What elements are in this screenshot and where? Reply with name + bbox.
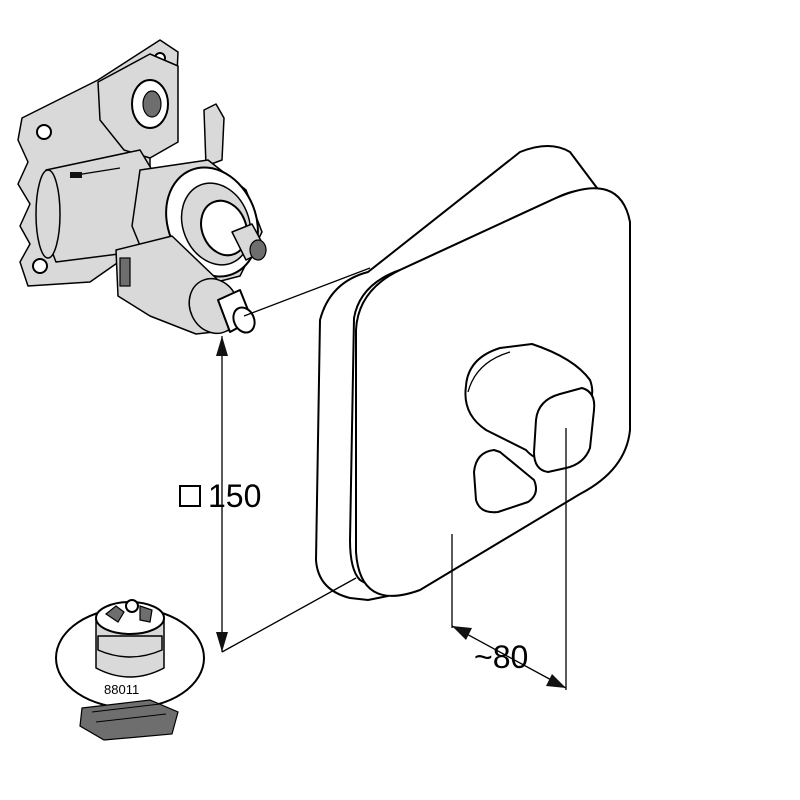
accessory-base-ribs xyxy=(91,703,167,723)
height-label: 150 xyxy=(208,478,261,514)
cartridge-core xyxy=(200,199,248,257)
cartridge-accessory: 88011 xyxy=(55,599,205,741)
part-number-label: 88011 xyxy=(104,682,139,697)
accessory-base xyxy=(79,699,179,741)
height-dimension: 150 xyxy=(179,336,261,652)
side-tab xyxy=(203,103,225,167)
arrow-up xyxy=(216,336,228,356)
accessory-lug-1 xyxy=(104,605,125,623)
diverter-button xyxy=(473,449,537,514)
mount-hole-top xyxy=(36,124,52,140)
handle-cap xyxy=(533,387,596,473)
depth-label: ~80 xyxy=(474,639,528,675)
accessory-band xyxy=(97,635,163,658)
pipe-label-mark xyxy=(70,172,82,178)
leader-top xyxy=(243,267,371,317)
depth-dimension: ~80 xyxy=(451,625,567,689)
accessory-stem xyxy=(125,599,139,613)
mount-hole-bottom xyxy=(32,258,48,274)
rough-in-valve-body xyxy=(17,39,267,335)
trim-plate-back xyxy=(315,145,601,601)
square-symbol-icon xyxy=(179,485,201,507)
pressure-tab xyxy=(119,257,131,287)
arrow-right xyxy=(546,674,566,688)
leader-lines xyxy=(221,267,567,690)
trim-plate-assembly xyxy=(315,145,631,601)
arrow-down xyxy=(216,632,228,652)
leader-bottom xyxy=(221,577,357,653)
arrow-left xyxy=(452,626,472,640)
spindle-tip xyxy=(249,239,267,261)
pipe-end xyxy=(35,169,61,259)
outlet-port-bore xyxy=(142,90,162,118)
depth-dimension-line xyxy=(451,625,567,689)
accessory-lug-2 xyxy=(139,605,153,623)
handle-highlight xyxy=(467,351,511,393)
